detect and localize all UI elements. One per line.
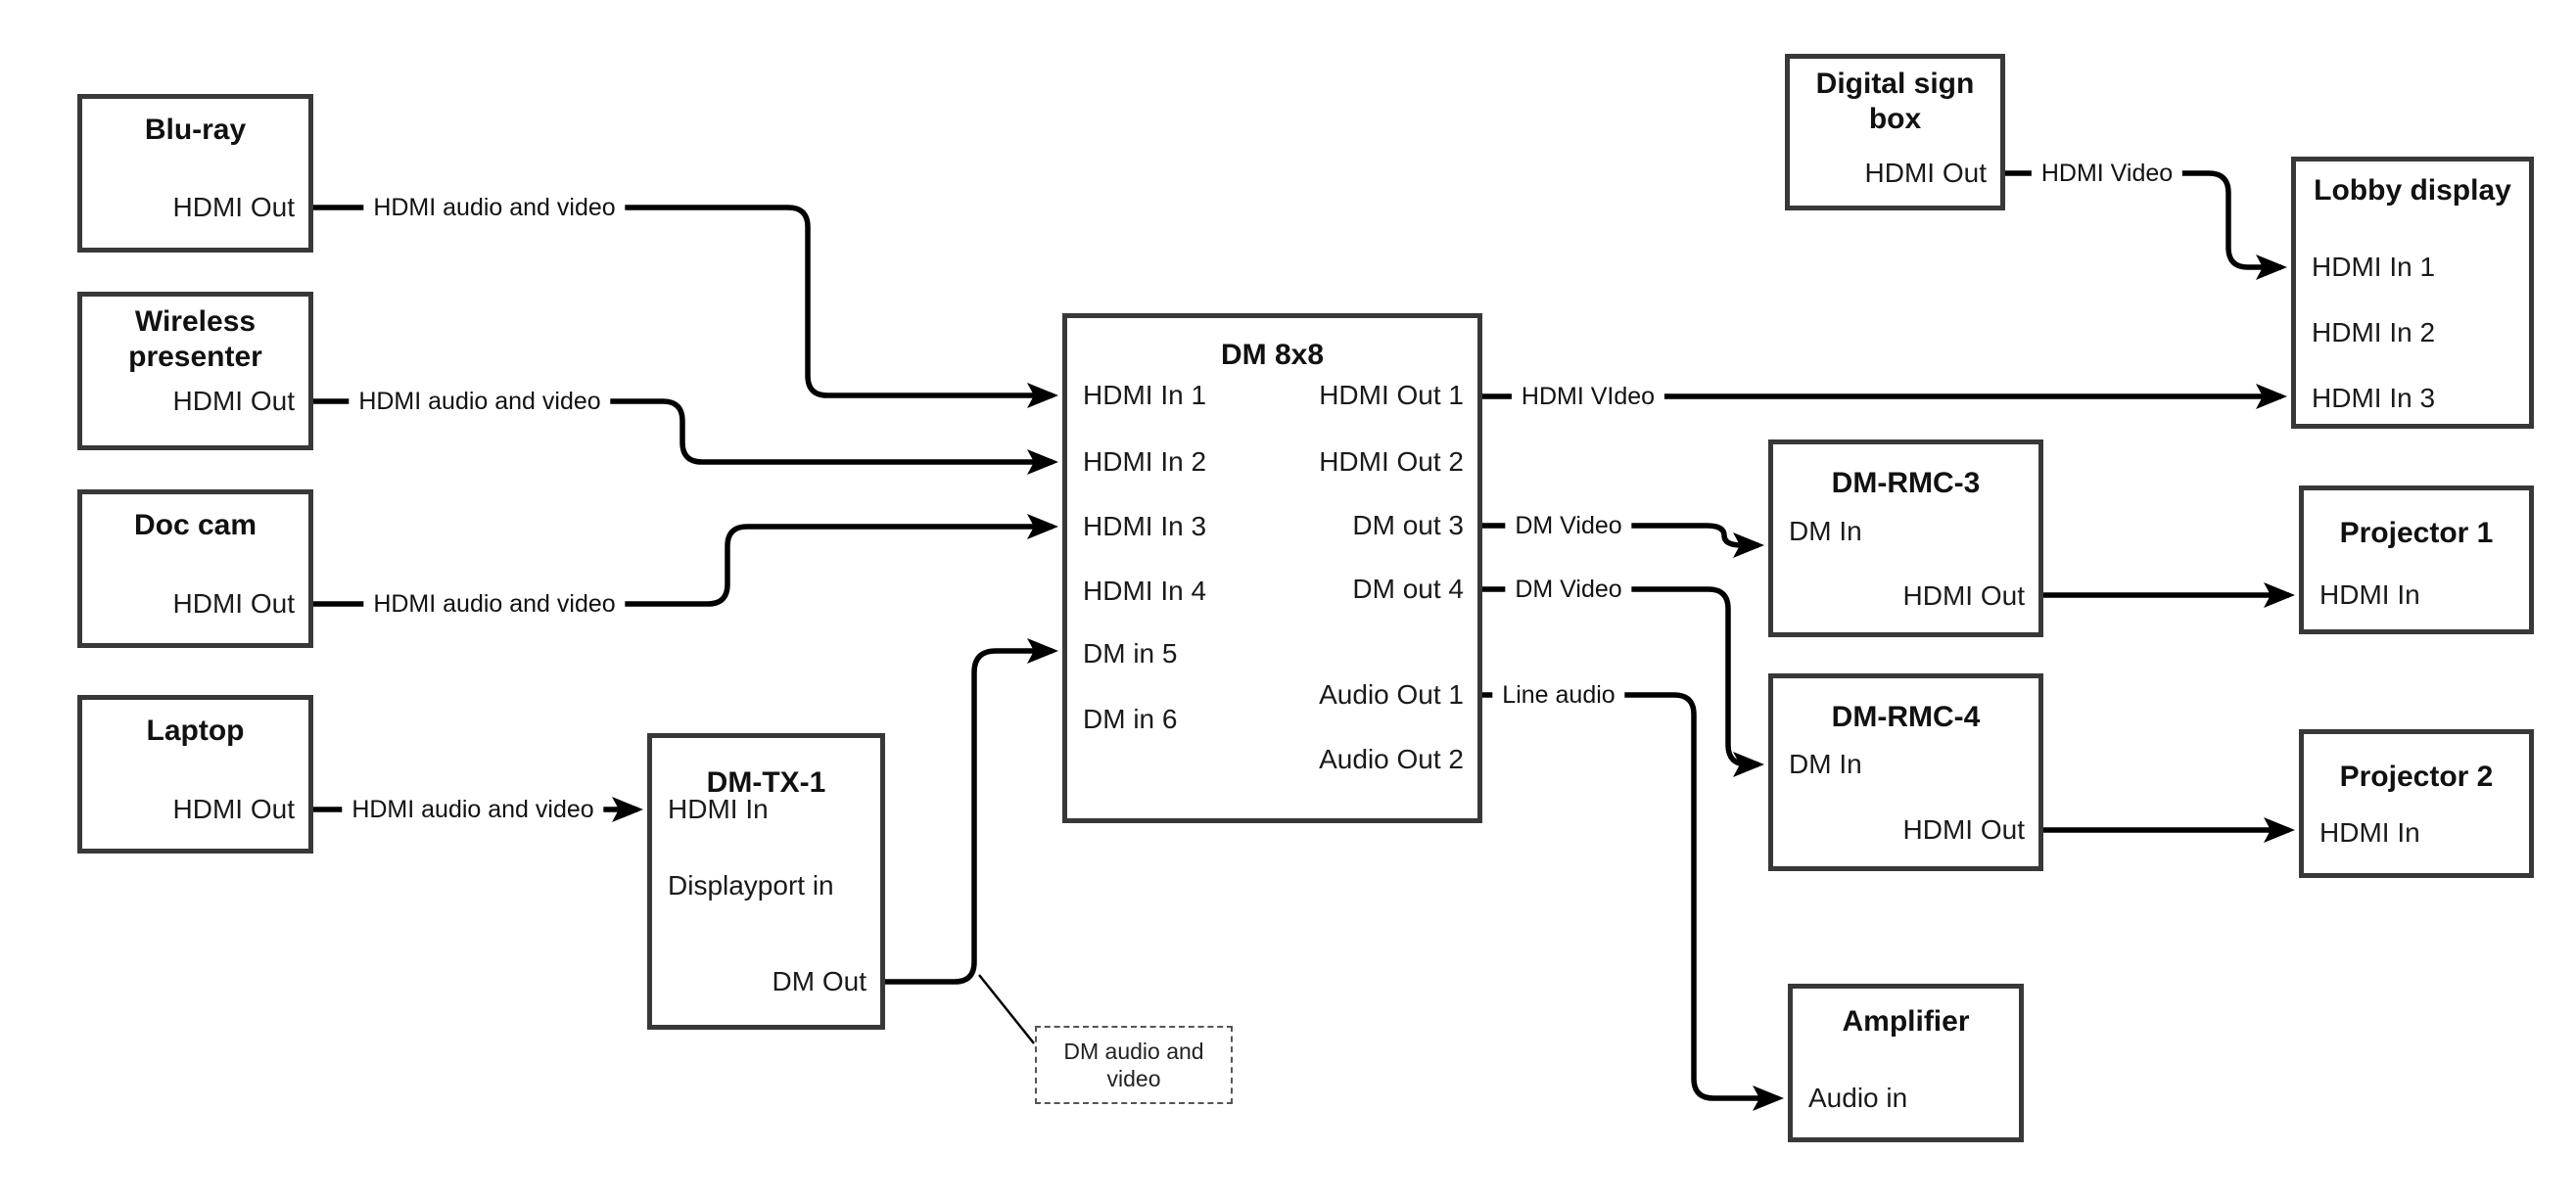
connector-doccam-to-hdmi-in-3 xyxy=(313,514,1058,607)
port-hdmi-in-3: HDMI In 3 xyxy=(1083,511,1207,541)
connector-audio-out-1-to-amplifier xyxy=(1482,692,1784,1111)
port-dm-out-4: DM out 4 xyxy=(1352,574,1464,604)
annotation-callout-line xyxy=(978,974,1035,1044)
node-title: Doc cam xyxy=(133,509,258,541)
port-hdmi-out: HDMI Out xyxy=(172,192,295,222)
port-hdmi-in: HDMI In xyxy=(2319,579,2420,610)
node-amplifier: Amplifier Audio in xyxy=(1788,984,2024,1142)
node-title: Wireless presenter xyxy=(128,305,262,373)
node-title: Amplifier xyxy=(1842,1005,1970,1038)
node-lobby-display: Lobby display HDMI In 1 HDMI In 2 HDMI I… xyxy=(2291,157,2534,429)
node-dm-rmc-3: DM-RMC-3 DM In HDMI Out xyxy=(1768,439,2043,637)
connection-label: Line audio xyxy=(1492,680,1625,710)
node-title: Lobby display xyxy=(2314,174,2511,207)
port-audio-in: Audio in xyxy=(1808,1083,1908,1113)
node-projector-1: Projector 1 HDMI In xyxy=(2299,485,2534,634)
port-hdmi-out-2: HDMI Out 2 xyxy=(1319,446,1464,477)
port-dm-out: DM Out xyxy=(772,966,866,996)
node-dm-tx-1: DM-TX-1 HDMI In Displayport in DM Out xyxy=(647,733,885,1030)
port-dm-in: DM In xyxy=(1789,749,1862,779)
port-hdmi-in-2: HDMI In 2 xyxy=(1083,446,1207,477)
connection-label: HDMI VIdeo xyxy=(1511,382,1665,411)
port-displayport-in: Displayport in xyxy=(668,870,834,901)
node-title: Projector 1 xyxy=(2339,517,2494,549)
connection-label: DM Video xyxy=(1505,575,1632,604)
connector-dm-out-3-to-rmc3 xyxy=(1482,523,1764,558)
port-audio-out-1: Audio Out 1 xyxy=(1319,679,1464,710)
port-hdmi-out: HDMI Out xyxy=(172,386,295,416)
connection-label: HDMI audio and video xyxy=(363,589,626,619)
connection-label: HDMI audio and video xyxy=(342,795,604,824)
port-hdmi-out: HDMI Out xyxy=(1902,814,2025,845)
port-audio-out-2: Audio Out 2 xyxy=(1319,744,1464,774)
port-hdmi-in: HDMI In xyxy=(2319,817,2420,848)
node-blu-ray: Blu-ray HDMI Out xyxy=(77,94,313,253)
connection-label: HDMI audio and video xyxy=(363,193,626,222)
port-hdmi-in-2: HDMI In 2 xyxy=(2312,317,2436,347)
node-title: Blu-ray xyxy=(144,114,247,146)
port-dm-in-6: DM in 6 xyxy=(1083,704,1178,734)
node-title: DM-RMC-3 xyxy=(1831,467,1981,499)
port-hdmi-in-3: HDMI In 3 xyxy=(2312,383,2436,413)
port-hdmi-in-1: HDMI In 1 xyxy=(1083,380,1207,410)
connector-bluray-to-hdmi-in-1 xyxy=(313,205,1058,408)
port-dm-in-5: DM in 5 xyxy=(1083,638,1178,669)
node-laptop: Laptop HDMI Out xyxy=(77,695,313,854)
node-title: DM-RMC-4 xyxy=(1831,701,1981,733)
node-doc-cam: Doc cam HDMI Out xyxy=(77,489,313,648)
connection-label: HDMI audio and video xyxy=(349,387,611,416)
connection-label: DM Video xyxy=(1505,511,1632,540)
node-title: DM-TX-1 xyxy=(706,766,826,799)
connector-dm-out-4-to-rmc4 xyxy=(1482,586,1764,777)
node-title: Projector 2 xyxy=(2339,761,2494,793)
connector-dmtx1-to-dm-in-5 xyxy=(885,638,1058,985)
port-hdmi-out: HDMI Out xyxy=(172,794,295,824)
port-hdmi-in: HDMI In xyxy=(668,794,769,824)
connector-digital-sign-to-lobby-in-1 xyxy=(2005,170,2287,280)
node-projector-2: Projector 2 HDMI In xyxy=(2299,729,2534,878)
port-hdmi-in-1: HDMI In 1 xyxy=(2312,252,2436,282)
port-hdmi-out: HDMI Out xyxy=(1864,158,1987,188)
connector-wireless-to-hdmi-in-2 xyxy=(313,398,1058,475)
node-dm-rmc-4: DM-RMC-4 DM In HDMI Out xyxy=(1768,673,2043,871)
annotation-dm-audio-and-video: DM audio and video xyxy=(1035,1026,1233,1104)
port-dm-in: DM In xyxy=(1789,516,1862,546)
port-hdmi-out: HDMI Out xyxy=(172,588,295,619)
node-title: Laptop xyxy=(146,715,245,747)
port-hdmi-out: HDMI Out xyxy=(1902,580,2025,611)
node-dm-8x8: DM 8x8 HDMI In 1 HDMI In 2 HDMI In 3 HDM… xyxy=(1062,313,1482,823)
node-title: DM 8x8 xyxy=(1220,339,1325,371)
connection-label: HDMI Video xyxy=(2031,159,2183,188)
node-title: Digital sign box xyxy=(1815,68,1975,135)
port-hdmi-in-4: HDMI In 4 xyxy=(1083,576,1207,606)
node-digital-sign-box: Digital sign box HDMI Out xyxy=(1785,54,2005,210)
port-dm-out-3: DM out 3 xyxy=(1352,510,1464,540)
port-hdmi-out-1: HDMI Out 1 xyxy=(1319,380,1464,410)
node-wireless-presenter: Wireless presenter HDMI Out xyxy=(77,292,313,450)
